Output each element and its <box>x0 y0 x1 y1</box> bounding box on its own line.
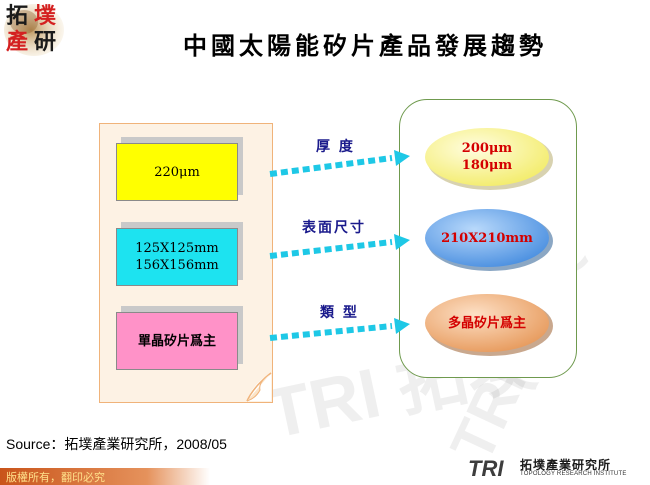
label-size: 表面尺寸 <box>302 220 366 236</box>
card-face: 220μm <box>116 143 238 201</box>
card-text: 單晶矽片爲主 <box>137 333 216 349</box>
brand-english-name: TOPOLOGY RESEARCH INSTITUTE <box>520 471 627 477</box>
brand-chinese-name: 拓墣產業研究所 <box>520 458 612 472</box>
oval-text-line-2: 180μm <box>461 158 513 173</box>
oval-text: 210X210mm <box>441 230 533 246</box>
logo-char-2: 墣 <box>34 3 57 29</box>
oval-text-line-1: 200μm <box>461 141 513 156</box>
card-text-line-1: 125X125mm <box>135 241 219 256</box>
oval-thickness-trend: 200μm 180μm <box>425 128 549 186</box>
oval-size-trend: 210X210mm <box>425 209 549 267</box>
card-text: 220μm <box>154 164 200 180</box>
card-face: 單晶矽片爲主 <box>116 312 238 370</box>
tri-logo-text: TRI <box>468 456 504 481</box>
source-citation: Source：拓墣產業研究所，2008/05 <box>6 436 227 452</box>
footer-copyright-band: 版權所有，翻印必究 <box>0 468 210 485</box>
oval-text: 多晶矽片爲主 <box>447 315 526 331</box>
logo-char-1: 拓 <box>6 3 29 29</box>
footer-bar: 版權所有，翻印必究 <box>0 468 650 485</box>
logo-brush-background <box>4 4 64 56</box>
label-type: 類 型 <box>320 305 359 321</box>
card-text-line-2: 156X156mm <box>135 258 219 273</box>
page-fold-corner <box>246 372 272 402</box>
logo-char-4: 研 <box>34 29 57 55</box>
card-face: 125X125mm 156X156mm <box>116 228 238 286</box>
copyright-text: 版權所有，翻印必究 <box>6 471 105 484</box>
oval-type-trend: 多晶矽片爲主 <box>425 294 549 352</box>
label-thickness: 厚 度 <box>316 139 355 155</box>
brand-logo: TRI 拓墣產業研究所 TOPOLOGY RESEARCH INSTITUTE <box>468 456 646 484</box>
company-logo: 拓 墣 產 研 <box>4 2 66 58</box>
logo-char-3: 產 <box>6 29 29 55</box>
page-title: 中國太陽能矽片產品發展趨勢 <box>183 31 547 60</box>
